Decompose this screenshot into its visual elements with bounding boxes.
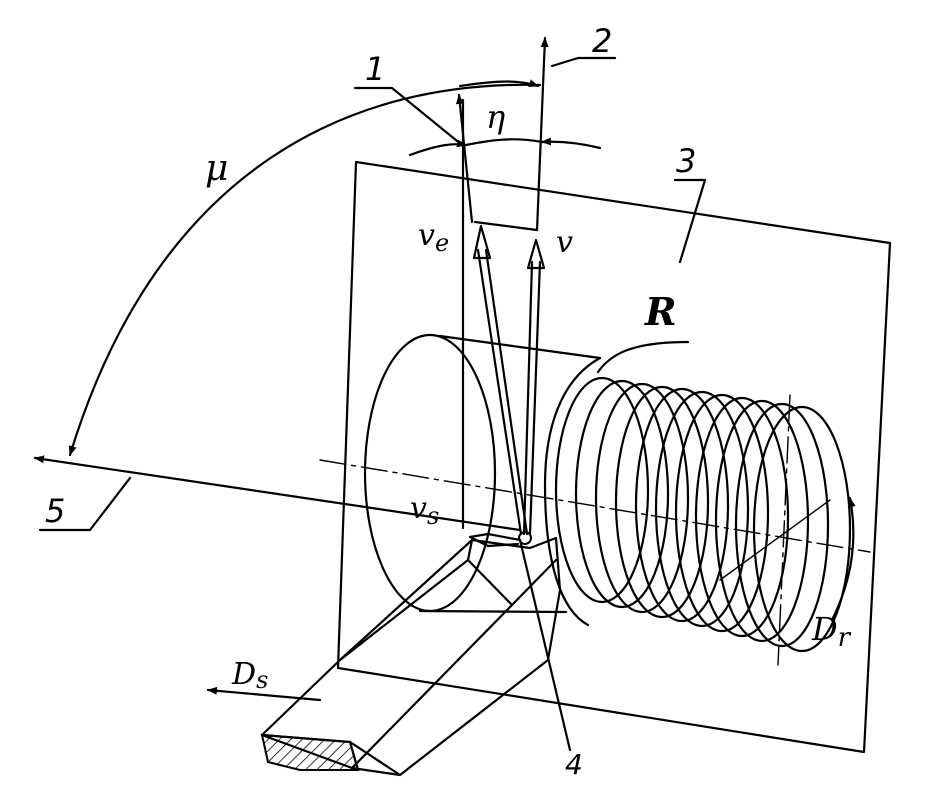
workpiece-axis — [319, 394, 871, 666]
label-v: v — [556, 225, 573, 260]
direction-lines — [455, 36, 549, 530]
threaded-surface — [543, 356, 852, 653]
label-5: 5 — [45, 492, 65, 530]
label-vs: vs — [410, 491, 439, 530]
label-4: 4 — [565, 748, 583, 781]
workpiece-cylinder — [363, 333, 602, 614]
label-1: 1 — [365, 50, 385, 88]
label-3: 3 — [676, 142, 696, 180]
label-ds: Ds — [231, 657, 268, 694]
label-eta: η — [486, 98, 505, 136]
label-ve: ve — [418, 218, 449, 257]
cutting-tool — [260, 536, 562, 777]
velocity-vectors — [468, 220, 546, 548]
label-2: 2 — [592, 22, 612, 60]
label-dr: Dr — [811, 610, 852, 653]
rotation-arrow-dr — [830, 496, 856, 622]
leader-lines — [38, 56, 707, 752]
line-5 — [33, 455, 522, 532]
label-r: R — [644, 289, 677, 334]
feed-arrow-ds — [206, 686, 322, 702]
angle-arcs — [68, 79, 602, 457]
working-plane — [336, 160, 892, 754]
label-mu: μ — [205, 148, 228, 189]
